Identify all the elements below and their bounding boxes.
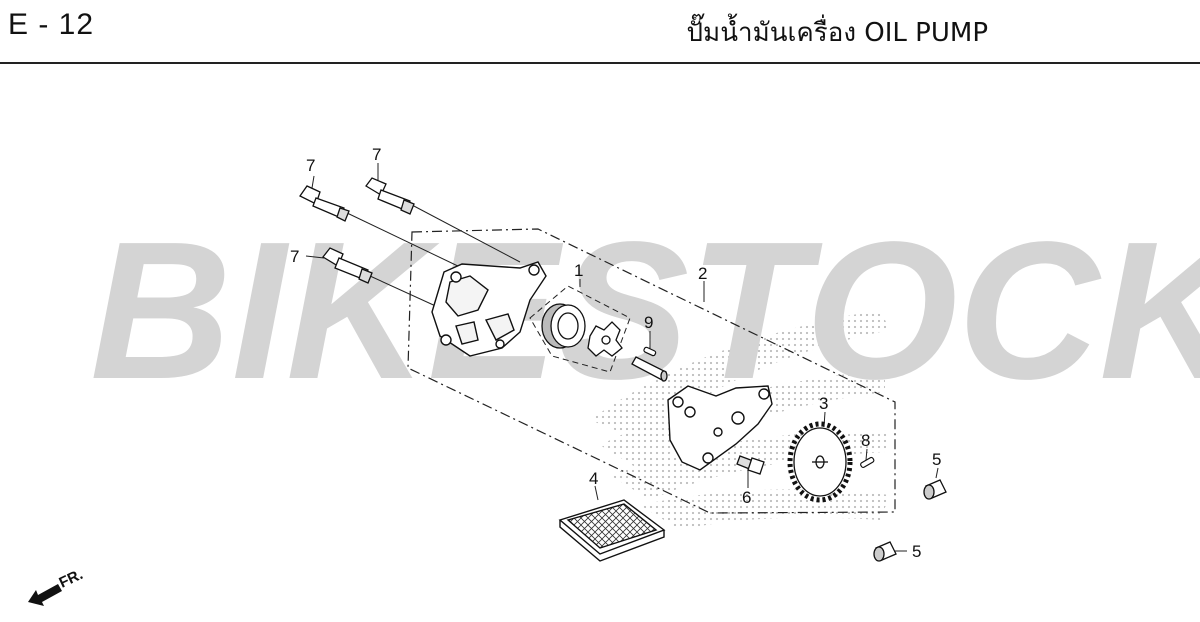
header-divider — [0, 62, 1200, 64]
callout-strainer-4: 4 — [589, 469, 598, 488]
front-label: FR. — [57, 566, 86, 592]
parts-diagram: BIKESTOCKVN — [28, 145, 1200, 606]
callout-bolt-7-b: 7 — [372, 145, 381, 164]
pin-8 — [860, 456, 875, 468]
driven-gear-3 — [787, 421, 853, 503]
pump-shaft — [631, 356, 668, 382]
callout-rotor-set-1: 1 — [574, 261, 583, 280]
outer-rotor — [541, 303, 586, 349]
front-direction-indicator: FR. — [28, 566, 86, 606]
dowel-pin-5-right — [923, 479, 947, 500]
pump-assembly-box — [407, 228, 896, 514]
callout-driven-gear-3: 3 — [819, 394, 828, 413]
inner-rotor — [587, 321, 623, 357]
flange-bolt-lower — [322, 247, 373, 284]
callout-pin-9: 9 — [644, 313, 653, 332]
page-header: E - 12 ปั๊มน้ำมันเครื่อง OIL PUMP — [0, 0, 1200, 64]
watermark-part-1: BIKESTOCK — [90, 201, 1200, 420]
callout-dowel-5-a: 5 — [932, 450, 941, 469]
watermark-text: BIKESTOCKVN — [90, 201, 1200, 420]
oil-pump-body — [431, 261, 547, 357]
rotor-set-box — [529, 285, 631, 373]
callout-gear-bolt-6: 6 — [742, 488, 751, 507]
leader-lines — [305, 163, 939, 552]
callout-bolt-7-c: 7 — [290, 247, 299, 266]
pump-cover-plate — [667, 385, 773, 471]
flange-bolt-upper-left — [299, 185, 350, 222]
oil-strainer-4 — [558, 499, 666, 562]
callout-pin-8: 8 — [861, 431, 870, 450]
flange-bolt-upper-right — [365, 177, 415, 215]
callout-pump-assy-2: 2 — [698, 264, 707, 283]
callout-bolt-7-a: 7 — [306, 156, 315, 175]
page-title: ปั๊มน้ำมันเครื่อง OIL PUMP — [686, 18, 988, 48]
pin-9 — [643, 346, 657, 357]
dowel-pin-5-lower — [873, 541, 897, 562]
front-arrow-icon — [28, 584, 62, 606]
callout-dowel-5-b: 5 — [912, 542, 921, 561]
gear-bolt-6 — [736, 455, 765, 475]
page-code: E - 12 — [8, 8, 95, 41]
